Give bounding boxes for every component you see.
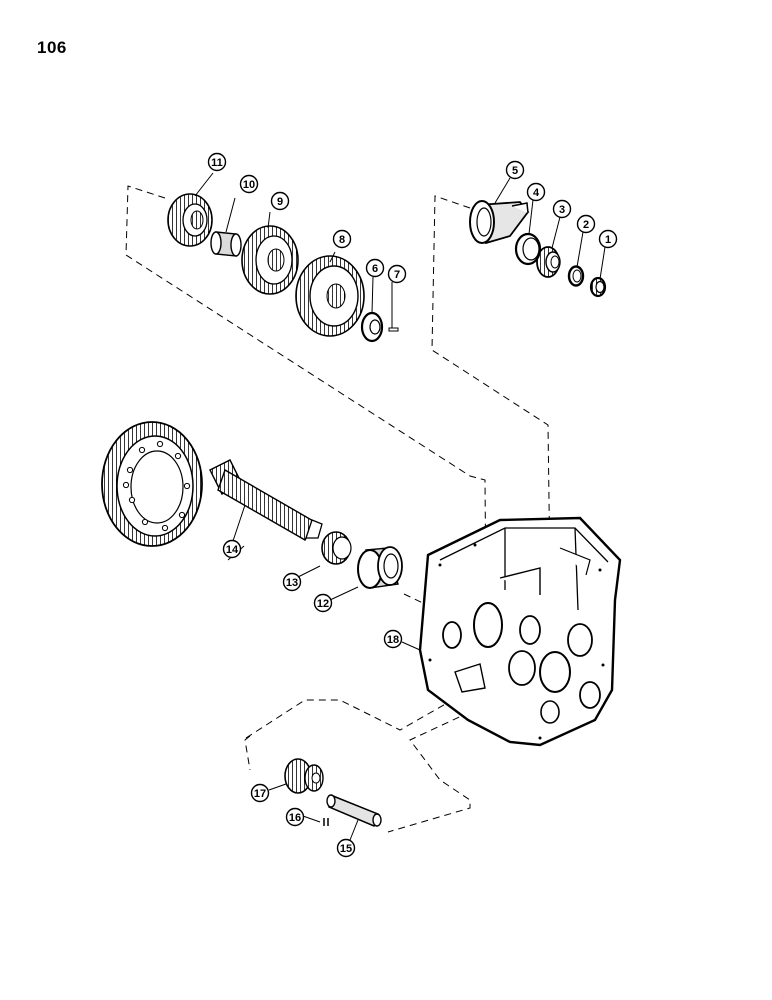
callout-14: 14 (222, 539, 242, 559)
svg-text:3: 3 (559, 204, 565, 216)
svg-text:7: 7 (394, 269, 400, 281)
page-number: 106 (37, 38, 67, 57)
svg-text:6: 6 (372, 263, 378, 275)
callouts: 1 2 3 4 5 6 7 8 9 10 11 12 13 14 15 16 1… (207, 152, 618, 858)
callout-17: 17 (250, 783, 270, 803)
callout-leaders (194, 172, 606, 841)
svg-text:5: 5 (512, 165, 518, 177)
part-5-carrier (469, 200, 530, 245)
part-10-bushing (210, 231, 242, 257)
part-12-cup (357, 546, 403, 589)
part-7-pin (388, 327, 399, 332)
svg-text:12: 12 (317, 598, 329, 610)
svg-text:11: 11 (211, 157, 223, 169)
part-8-gear (295, 255, 365, 337)
svg-text:14: 14 (226, 544, 239, 556)
callout-7: 7 (387, 264, 407, 284)
part-18-case (418, 516, 622, 747)
callout-10: 10 (239, 174, 259, 194)
part-13-cone-bearing (321, 531, 352, 565)
callout-18: 18 (383, 629, 403, 649)
part-11-bevel-gear (167, 193, 213, 247)
svg-text:17: 17 (254, 788, 266, 800)
part-4-cup (514, 232, 542, 266)
svg-text:9: 9 (277, 196, 283, 208)
callout-5: 5 (505, 160, 525, 180)
svg-text:4: 4 (533, 187, 540, 199)
svg-text:15: 15 (340, 843, 352, 855)
callout-11: 11 (207, 152, 227, 172)
svg-text:8: 8 (339, 234, 345, 246)
svg-text:16: 16 (289, 812, 301, 824)
callout-16: 16 (285, 807, 305, 827)
part-1-nut (589, 276, 607, 298)
svg-text:13: 13 (286, 577, 298, 589)
callout-2: 2 (576, 214, 596, 234)
callout-12: 12 (313, 593, 333, 613)
part-3-bearing (536, 246, 561, 278)
callout-6: 6 (365, 258, 385, 278)
part-14-ring-gear-and-pinion (101, 421, 323, 547)
callout-1: 1 (598, 229, 618, 249)
callout-3: 3 (552, 199, 572, 219)
callout-4: 4 (526, 182, 546, 202)
callout-13: 13 (282, 572, 302, 592)
part-15-shaft (326, 794, 382, 828)
svg-text:2: 2 (583, 219, 589, 231)
svg-text:18: 18 (387, 634, 399, 646)
svg-text:1: 1 (605, 234, 611, 246)
part-16-pin (323, 818, 329, 826)
svg-text:10: 10 (243, 179, 255, 191)
part-9-gear (241, 225, 299, 295)
callout-9: 9 (270, 191, 290, 211)
callout-15: 15 (336, 838, 356, 858)
part-6-washer (360, 311, 384, 343)
part-2-ring (567, 265, 585, 287)
assembly-leader-lines (125, 185, 552, 833)
part-17-cluster-gear (284, 758, 324, 794)
callout-8: 8 (332, 229, 352, 249)
